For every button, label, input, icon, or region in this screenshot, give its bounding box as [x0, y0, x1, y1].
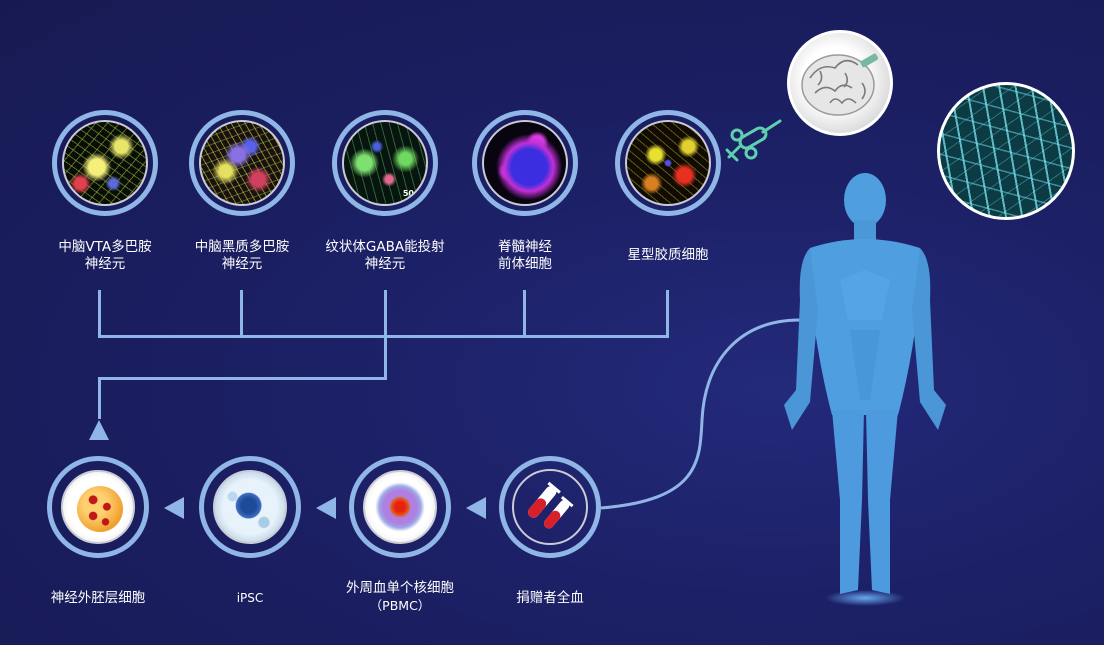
donor-blood-ring	[499, 456, 601, 558]
arrow-left-icon	[164, 497, 184, 519]
ipsc-image[interactable]	[213, 470, 287, 544]
connector-h-top	[98, 335, 669, 338]
connector-v2	[240, 290, 243, 338]
scale-bar-text: 50	[402, 189, 414, 198]
arrow-left-icon	[316, 497, 336, 519]
arrow-up-icon	[89, 420, 109, 440]
syringe-icon	[725, 119, 782, 162]
neuroectoderm-label: 神经外胚层细胞	[50, 590, 146, 606]
blood-tubes-icon[interactable]	[520, 477, 580, 537]
gaba-neuron-label: 纹状体GABA能投射 神经元	[325, 239, 445, 272]
human-body-figure	[784, 173, 946, 606]
neuroectoderm-image[interactable]	[61, 470, 135, 544]
gaba-neuron-image[interactable]: 50	[342, 120, 428, 206]
arrow-left-icon	[466, 497, 486, 519]
donor-blood-inner-ring	[512, 469, 588, 545]
ipsc-ring	[199, 456, 301, 558]
sn-neuron-image[interactable]	[199, 120, 285, 206]
pbmc-label: 外周血单个核细胞 （PBMC）	[346, 580, 454, 613]
ipsc-label: iPSC	[236, 591, 264, 605]
brain-injection-image[interactable]	[787, 30, 893, 136]
sn-neuron-ring	[189, 110, 295, 216]
spinal-progenitor-image[interactable]	[482, 120, 568, 206]
astrocyte-image[interactable]	[625, 120, 711, 206]
vta-neuron-ring	[52, 110, 158, 216]
spinal-progenitor-ring	[472, 110, 578, 216]
embryo-cluster-icon	[77, 486, 123, 532]
gaba-neuron-ring	[332, 110, 438, 216]
neural-fiber-image[interactable]	[937, 82, 1075, 220]
spinal-progenitor-label: 脊髓神经 前体细胞	[498, 239, 552, 272]
connector-h-mid	[98, 377, 387, 380]
connector-v4	[523, 290, 526, 338]
vta-neuron-image[interactable]	[62, 120, 148, 206]
sn-neuron-label: 中脑黑质多巴胺 神经元	[194, 239, 290, 272]
connector-v5	[666, 290, 669, 338]
pbmc-ring	[349, 456, 451, 558]
neuroectoderm-ring	[47, 456, 149, 558]
vta-neuron-label: 中脑VTA多巴胺 神经元	[58, 239, 152, 272]
astrocyte-ring	[615, 110, 721, 216]
pbmc-image[interactable]	[363, 470, 437, 544]
connector-v-down	[98, 377, 101, 419]
connector-v1	[98, 290, 101, 338]
brain-icon	[801, 53, 879, 116]
astrocyte-label: 星型胶质细胞	[627, 247, 709, 263]
donor-blood-label: 捐赠者全血	[516, 590, 584, 606]
